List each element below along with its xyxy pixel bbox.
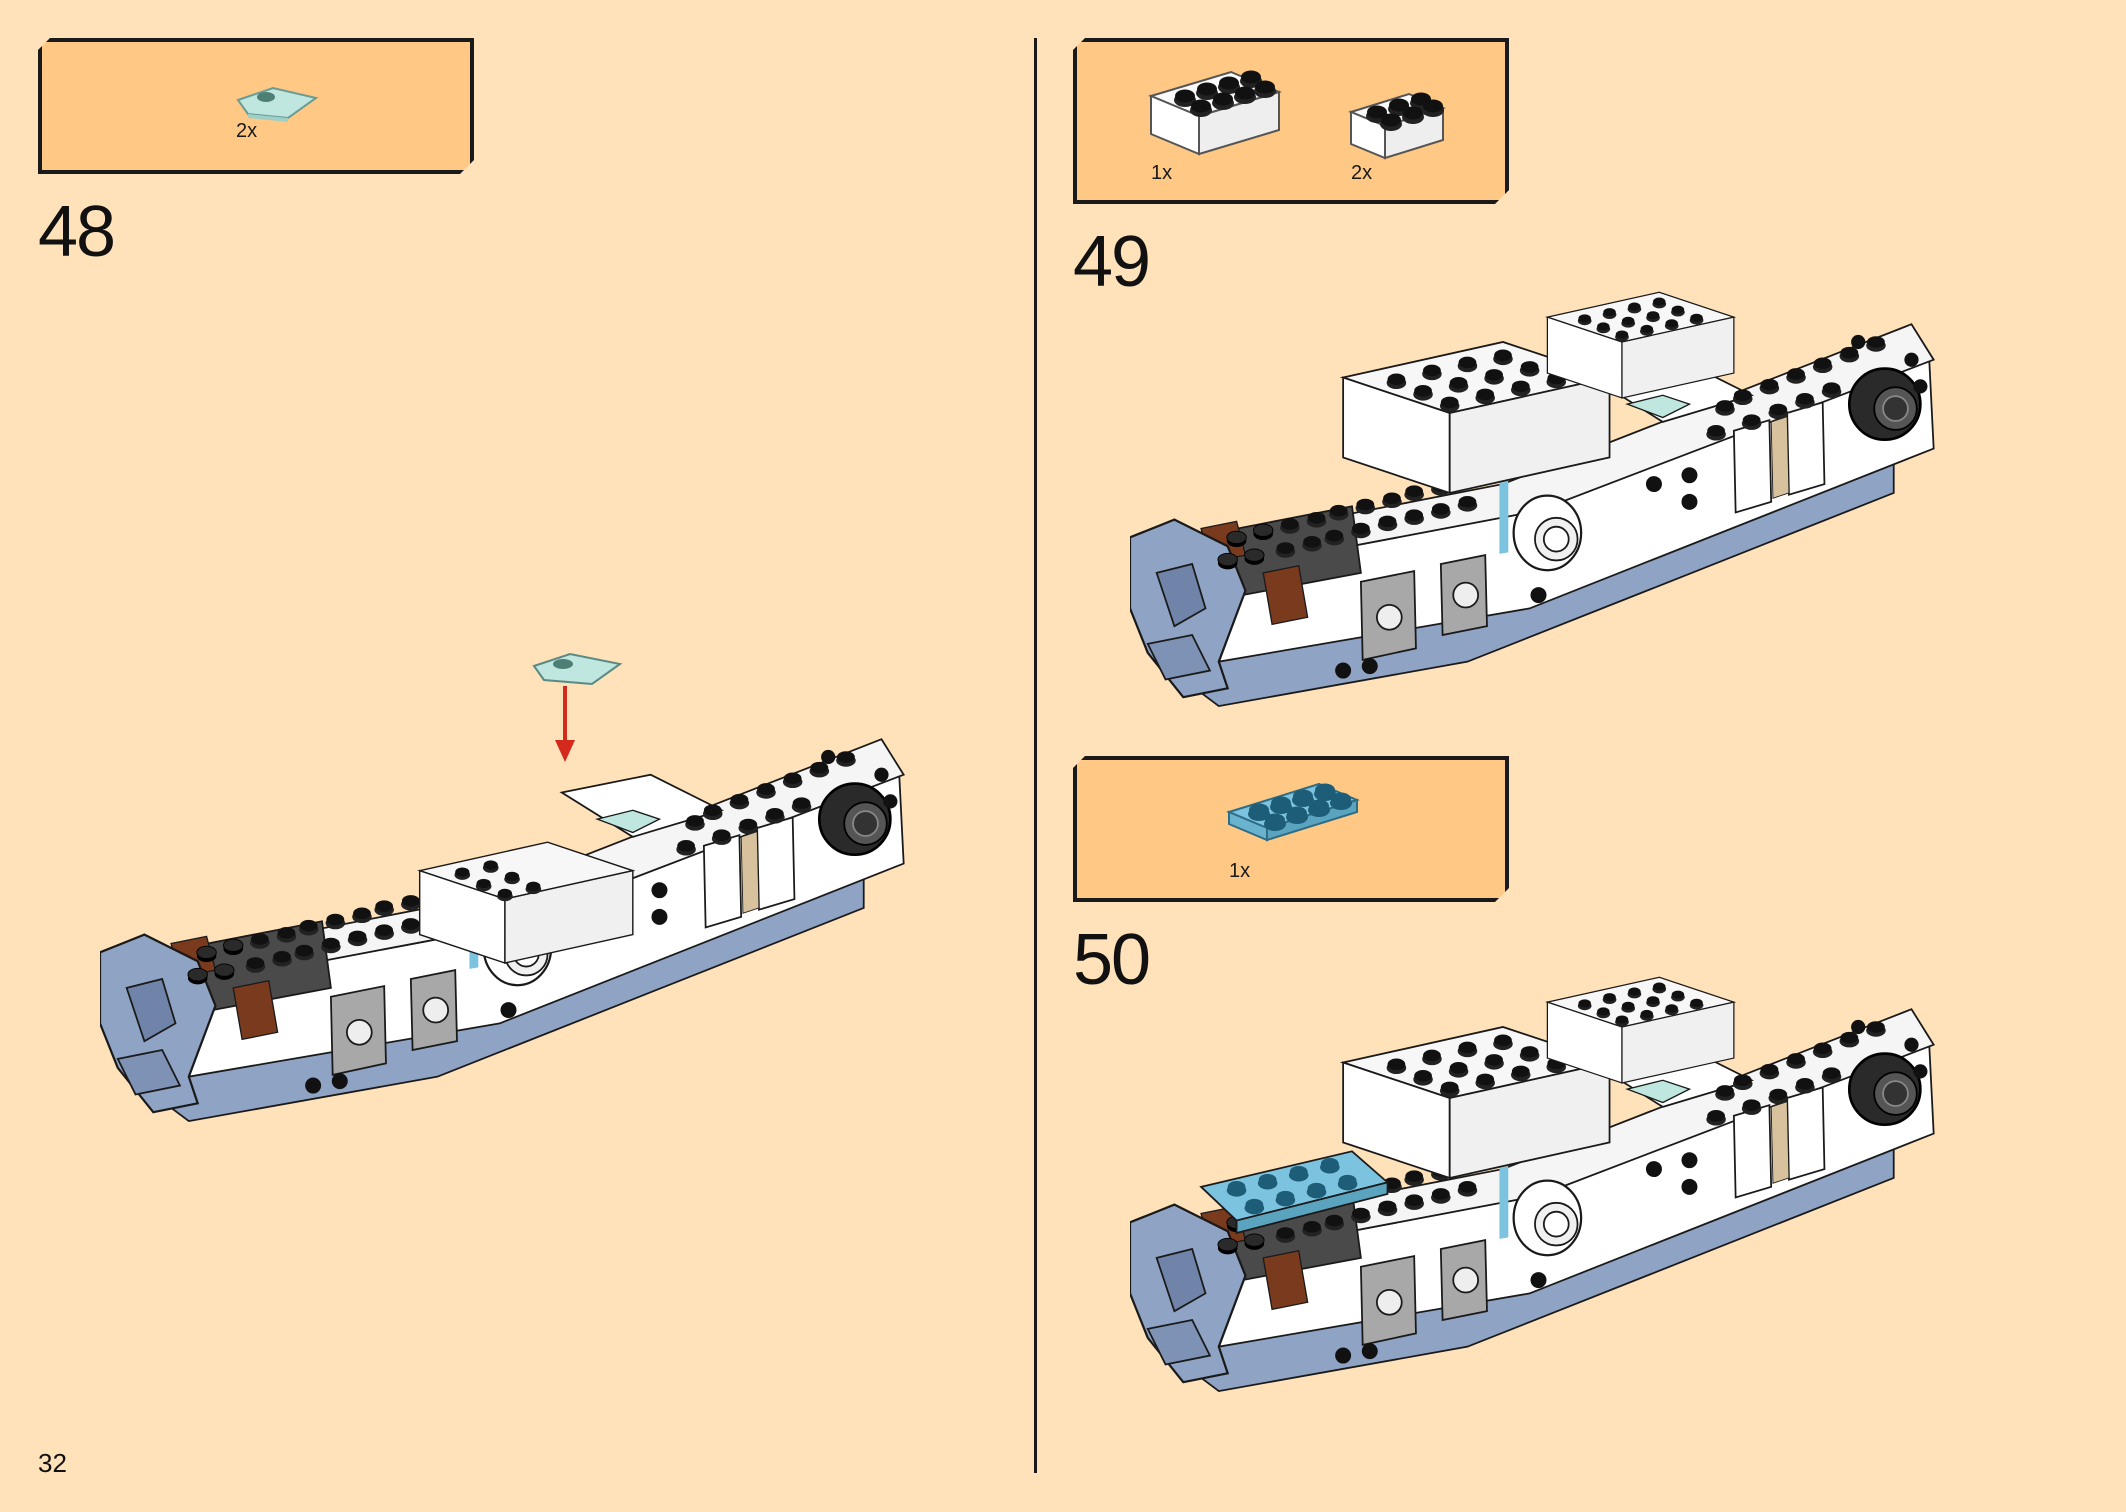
- page-number: 32: [38, 1448, 67, 1478]
- step-number-48: 48: [38, 192, 116, 272]
- part-quantity: 2x: [236, 120, 258, 142]
- part-quantity: 1x: [1151, 162, 1173, 184]
- step-number-50: 50: [1073, 920, 1151, 1000]
- trans-light-blue-wedge-plate-icon: [228, 70, 328, 130]
- page-divider: [1034, 38, 1037, 1473]
- parts-callout-step-49: 1x 2x: [1073, 38, 1509, 204]
- step-50-assembly: [1130, 935, 1990, 1405]
- part-quantity: 2x: [1351, 162, 1373, 184]
- parts-callout-step-50: 1x: [1073, 756, 1509, 902]
- parts-callout-step-48: 2x: [38, 38, 474, 174]
- medium-azure-plate-2x4-icon: [1223, 778, 1363, 858]
- step-49-assembly: [1130, 250, 1990, 720]
- step-number-49: 49: [1073, 222, 1151, 302]
- white-brick-2x4-icon: [1145, 62, 1285, 162]
- step-48-wedge-arrow: [532, 652, 623, 762]
- white-brick-2x3-icon: [1347, 84, 1447, 164]
- step-48-assembly: [100, 650, 960, 1150]
- part-quantity: 1x: [1229, 860, 1251, 882]
